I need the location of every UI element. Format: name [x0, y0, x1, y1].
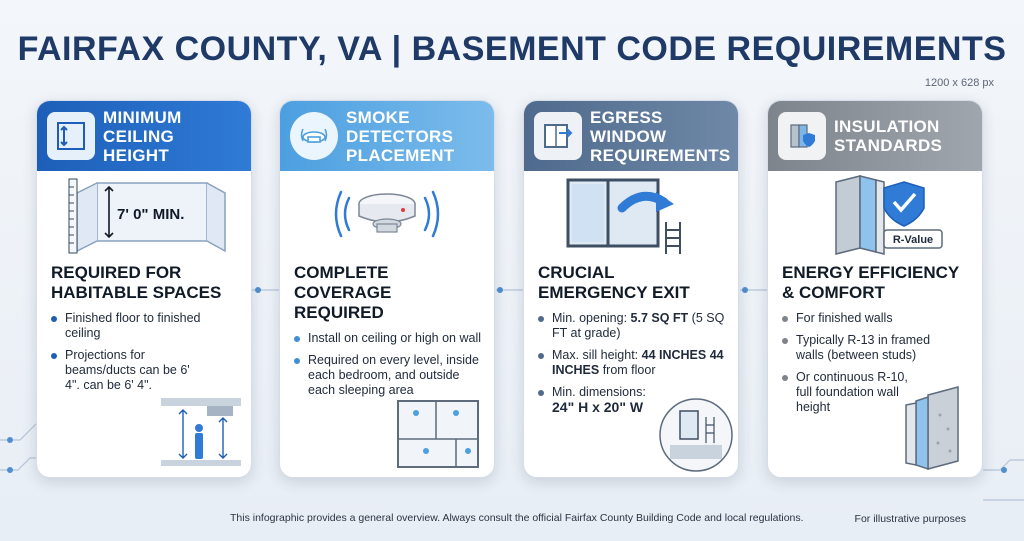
smoke-detector-illustration — [280, 171, 494, 259]
floor-plan-illustration — [397, 400, 479, 468]
card-heading: INSULATION STANDARDS — [834, 117, 943, 155]
page-title: FAIRFAX COUNTY, VA | BASEMENT CODE REQUI… — [17, 30, 1007, 68]
bullet-text: Max. sill height: — [552, 348, 642, 362]
bullet-text: Min. dimensions: — [552, 385, 646, 399]
ceiling-height-icon — [47, 112, 95, 160]
list-item: Typically R-13 in framed walls (between … — [782, 333, 942, 363]
card-heading: EGRESS WINDOW REQUIREMENTS — [590, 107, 731, 165]
card-ceiling-height: MINIMUM CEILING HEIGHT 7' 0" MIN. REQUIR… — [36, 100, 252, 478]
foundation-wall-illustration — [905, 386, 959, 471]
dimensions-label: 1200 x 628 px — [924, 77, 994, 89]
card-header: EGRESS WINDOW REQUIREMENTS — [524, 101, 738, 171]
list-item: Max. sill height: 44 INCHES 44 INCHES fr… — [538, 348, 724, 378]
bullet-text: Min. opening: — [552, 311, 631, 325]
card-insulation: INSULATION STANDARDS R-Value ENERGY EFFI… — [767, 100, 983, 478]
beam-clearance-illustration — [161, 398, 241, 466]
egress-window-icon — [534, 112, 582, 160]
bullet-text: from floor — [599, 363, 656, 377]
r-value-label: R-Value — [893, 234, 933, 246]
illustrative-note: For illustrative purposes — [854, 513, 966, 525]
bullet-list: For finished walls Typically R-13 in fra… — [768, 303, 982, 415]
card-header: INSULATION STANDARDS — [768, 101, 982, 171]
bullet-value: 24" H x 20" W — [552, 399, 644, 415]
card-egress-window: EGRESS WINDOW REQUIREMENTS CRUCIAL EMERG… — [523, 100, 739, 478]
list-item: Install on ceiling or high on wall — [294, 331, 482, 346]
bullet-list: Min. opening: 5.7 SQ FT (5 SQ FT at grad… — [524, 303, 738, 416]
card-heading: MINIMUM CEILING HEIGHT — [103, 107, 182, 165]
insulation-icon — [778, 112, 826, 160]
list-item: Finished floor to finished ceiling — [51, 311, 239, 341]
card-subheading: ENERGY EFFICIENCY & COMFORT — [782, 263, 959, 302]
list-item: Or continuous R-10, full foundation wall… — [782, 370, 912, 415]
bullet-list: Finished floor to finished ceiling Proje… — [37, 303, 251, 393]
insulation-illustration: R-Value — [768, 171, 982, 259]
card-subheading: CRUCIAL EMERGENCY EXIT — [538, 263, 690, 302]
card-header: SMOKE DETECTORS PLACEMENT — [280, 101, 494, 171]
list-item: Required on every level, inside each bed… — [294, 353, 482, 398]
egress-window-illustration — [524, 171, 738, 259]
card-header: MINIMUM CEILING HEIGHT — [37, 101, 251, 171]
disclaimer-text: This infographic provides a general over… — [230, 512, 804, 524]
list-item: Min. opening: 5.7 SQ FT (5 SQ FT at grad… — [538, 311, 726, 341]
card-smoke-detectors: SMOKE DETECTORS PLACEMENT COMPLETE COVER… — [279, 100, 495, 478]
bullet-value: 5.7 SQ FT — [630, 311, 689, 325]
list-item: Projections for beams/ducts can be 6' 4"… — [51, 348, 206, 393]
ceiling-height-illustration: 7' 0" MIN. — [37, 171, 251, 259]
card-heading: SMOKE DETECTORS PLACEMENT — [346, 107, 455, 165]
smoke-detector-icon — [290, 112, 338, 160]
card-subheading: REQUIRED FOR HABITABLE SPACES — [51, 263, 222, 302]
list-item: For finished walls — [782, 311, 970, 326]
window-well-detail-illustration — [659, 398, 733, 472]
bullet-text: (5 SQ FT at grade) — [552, 311, 725, 340]
ceiling-height-label: 7' 0" MIN. — [117, 206, 184, 223]
list-item: Min. dimensions: 24" H x 20" W — [538, 385, 668, 416]
bullet-list: Install on ceiling or high on wall Requi… — [280, 323, 494, 398]
bullet-value: 44 INCHES 44 INCHES — [552, 348, 724, 377]
card-subheading: COMPLETE COVERAGE REQUIRED — [294, 263, 392, 322]
